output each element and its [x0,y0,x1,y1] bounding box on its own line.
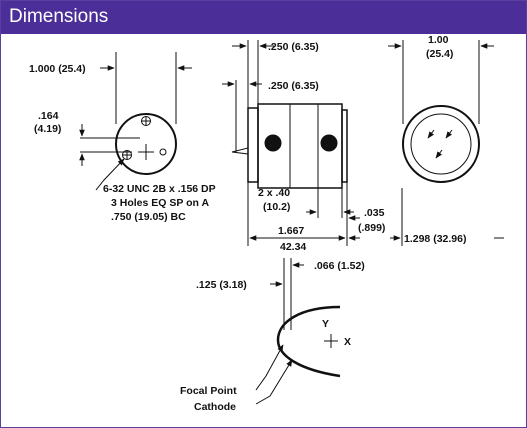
cathode-label: Cathode [194,401,236,413]
rear-diameter-mm: (25.4) [426,48,453,60]
side-hole [264,134,282,152]
side-flange-inch: .035 [364,207,385,219]
rear-diameter-inch: 1.00 [428,34,449,46]
side-hole [320,134,338,152]
side-holes-inch: 2 x .40 [258,187,290,199]
front-diameter-label: 1.000 (25.4) [29,63,86,75]
rear-view [388,40,494,183]
holes-note-line3: .750 (19.05) BC [111,211,186,223]
axis-y-label: Y [322,318,329,330]
side-length-inch: 1.667 [278,225,304,237]
front-offset-inch: .164 [38,110,59,122]
side-right-dim: 1.298 (32.96) [404,233,466,245]
side-dim-top-1: .250 (6.35) [268,41,319,53]
side-length-mm: 42.34 [280,241,306,253]
rear-body-circle [402,105,480,183]
section-title: Dimensions [9,6,109,27]
cathode-arc [276,305,341,378]
side-view [222,40,504,246]
side-body [247,107,259,183]
side-dim-top-2: .250 (6.35) [268,80,319,92]
cathode-detail [255,258,341,405]
front-offset-mm: (4.19) [34,123,61,135]
focal-point-label: Focal Point [180,385,237,397]
holes-note-line1: 6-32 UNC 2B x .156 DP [103,183,216,195]
section-header: Dimensions [1,1,526,34]
mount-hole [159,148,167,156]
holes-note-line2: 3 Holes EQ SP on A [111,197,209,209]
side-flange-mm: (.899) [358,222,385,234]
axis-x-label: X [344,336,351,348]
front-view [79,52,192,191]
cathode-dim-right: .066 (1.52) [314,260,365,272]
cathode-dim-left: .125 (3.18) [196,279,247,291]
front-body-circle [115,113,177,175]
side-holes-mm: (10.2) [263,201,290,213]
